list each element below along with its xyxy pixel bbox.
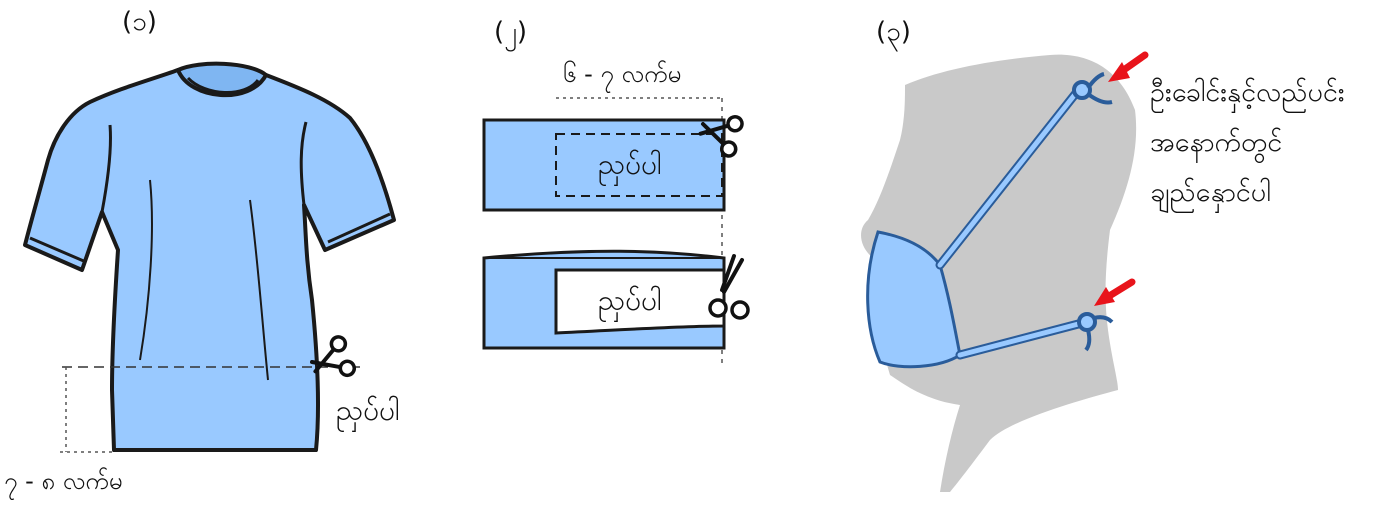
- lower-knot: [1077, 312, 1114, 352]
- tie-instruction-line-2: အနောက်တွင်: [1150, 127, 1283, 158]
- step-3-label: (၃): [876, 17, 911, 47]
- fabric-strip-bottom: [482, 249, 726, 350]
- tshirt-illustration: [23, 61, 396, 452]
- tshirt-measurement-label: ၇ - ၈ လက်မ: [4, 467, 123, 495]
- step-2-label: (၂): [494, 17, 528, 47]
- arrow-icon: [1108, 51, 1149, 82]
- strip-measurement-label: ၆ - ၇ လက်မ: [563, 60, 682, 88]
- upper-knot: [1072, 72, 1113, 105]
- fabric-strip-top: [482, 118, 726, 212]
- tie-instruction-line-3: ချည်နှောင်ပါ: [1150, 177, 1271, 208]
- head-silhouette: [861, 54, 1137, 493]
- arrow-icon: [1094, 278, 1136, 306]
- tshirt-cut-label: ညှပ်ပါ: [336, 394, 400, 427]
- scissors-icon: [708, 254, 750, 320]
- strip-top-cut-label: ညှပ်ပါ: [598, 148, 662, 181]
- strip-bottom-cut-label: ညှပ်ပါ: [598, 284, 662, 317]
- step-1-label: (၁): [122, 7, 157, 37]
- tie-instruction-line-1: ဦးခေါင်းနှင့်လည်ပင်း: [1150, 77, 1345, 108]
